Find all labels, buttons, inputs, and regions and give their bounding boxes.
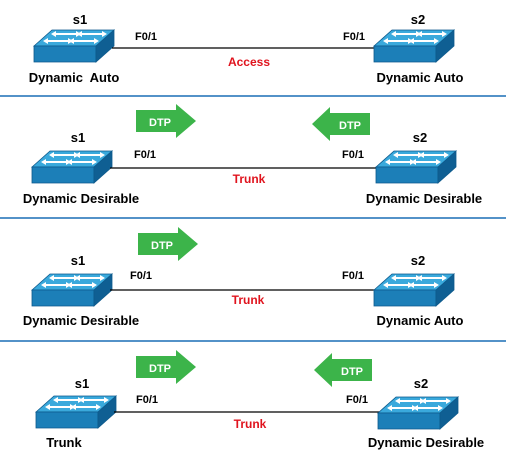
switch-right-icon	[375, 150, 457, 184]
mode-left: Trunk	[46, 435, 82, 450]
link-status: Trunk	[233, 172, 266, 186]
switch-name-right: s2	[414, 376, 428, 391]
port-right: F0/1	[343, 31, 365, 43]
switch-left-icon	[35, 395, 117, 429]
port-left: F0/1	[135, 31, 157, 43]
switch-name-right: s2	[411, 12, 425, 27]
link-status: Trunk	[232, 293, 265, 307]
switch-name-left: s1	[71, 253, 85, 268]
mode-left: Dynamic Desirable	[23, 313, 139, 328]
dtp-label-left: DTP	[151, 240, 173, 252]
scenario-3: DTP s1 F0/1 Trunk F0/1 s2 Dynamic Desira…	[23, 227, 464, 328]
dtp-arrow-right-icon: DTP	[138, 227, 198, 261]
switch-name-left: s1	[71, 130, 85, 145]
mode-right: Dynamic Auto	[377, 313, 464, 328]
switch-name-left: s1	[73, 12, 87, 27]
link-status: Trunk	[234, 417, 267, 431]
port-right: F0/1	[342, 270, 364, 282]
mode-right: Dynamic Desirable	[368, 435, 484, 450]
dtp-arrow-right-icon: DTP	[136, 104, 196, 138]
mode-right: Dynamic Auto	[377, 70, 464, 85]
port-left: F0/1	[130, 270, 152, 282]
dtp-label-left: DTP	[149, 117, 171, 129]
scenario-4: DTP DTP s1 F0/1 Trunk F0/1 s2 Trunk Dyna…	[35, 350, 484, 450]
mode-right: Dynamic Desirable	[366, 191, 482, 206]
switch-right-icon	[377, 396, 459, 430]
switch-left-icon	[31, 150, 113, 184]
scenario-2: DTP DTP s1 F0/1 Trunk F0/1 s2 Dynamic De…	[23, 104, 482, 206]
dtp-arrow-left-icon: DTP	[312, 107, 370, 141]
switch-name-left: s1	[75, 376, 89, 391]
dtp-label-right: DTP	[339, 120, 361, 132]
section-dividers	[0, 95, 506, 342]
link-status: Access	[228, 55, 270, 69]
dtp-arrow-right-icon: DTP	[136, 350, 196, 384]
switch-name-right: s2	[413, 130, 427, 145]
mode-left: Dynamic Auto	[29, 70, 120, 85]
mode-left: Dynamic Desirable	[23, 191, 139, 206]
switch-right-icon	[373, 29, 455, 63]
port-left: F0/1	[136, 394, 158, 406]
port-right: F0/1	[346, 394, 368, 406]
port-right: F0/1	[342, 149, 364, 161]
switch-right-icon	[373, 273, 455, 307]
dtp-label-left: DTP	[149, 363, 171, 375]
switch-name-right: s2	[411, 253, 425, 268]
scenario-1: s1 F0/1 Access F0/1 s2 Dynamic Auto Dyna…	[29, 12, 464, 85]
dtp-label-right: DTP	[341, 366, 363, 378]
port-left: F0/1	[134, 149, 156, 161]
dtp-arrow-left-icon: DTP	[314, 353, 372, 387]
switch-left-icon	[31, 273, 113, 307]
switch-left-icon	[33, 29, 115, 63]
